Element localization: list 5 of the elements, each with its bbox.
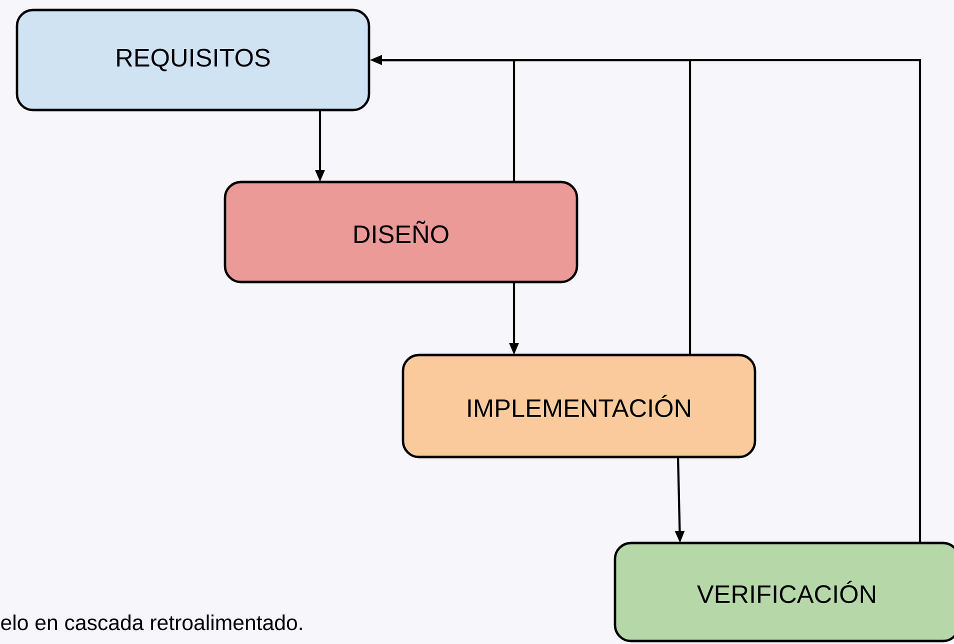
caption: elo en cascada retroalimentado.	[1, 614, 302, 630]
process-box: REQUISITOS	[16, 8, 370, 112]
process-box: VERIFICACIÓN	[614, 542, 954, 642]
process-box: DISEÑO	[224, 180, 578, 284]
process-box: IMPLEMENTACIÓN	[402, 354, 756, 458]
